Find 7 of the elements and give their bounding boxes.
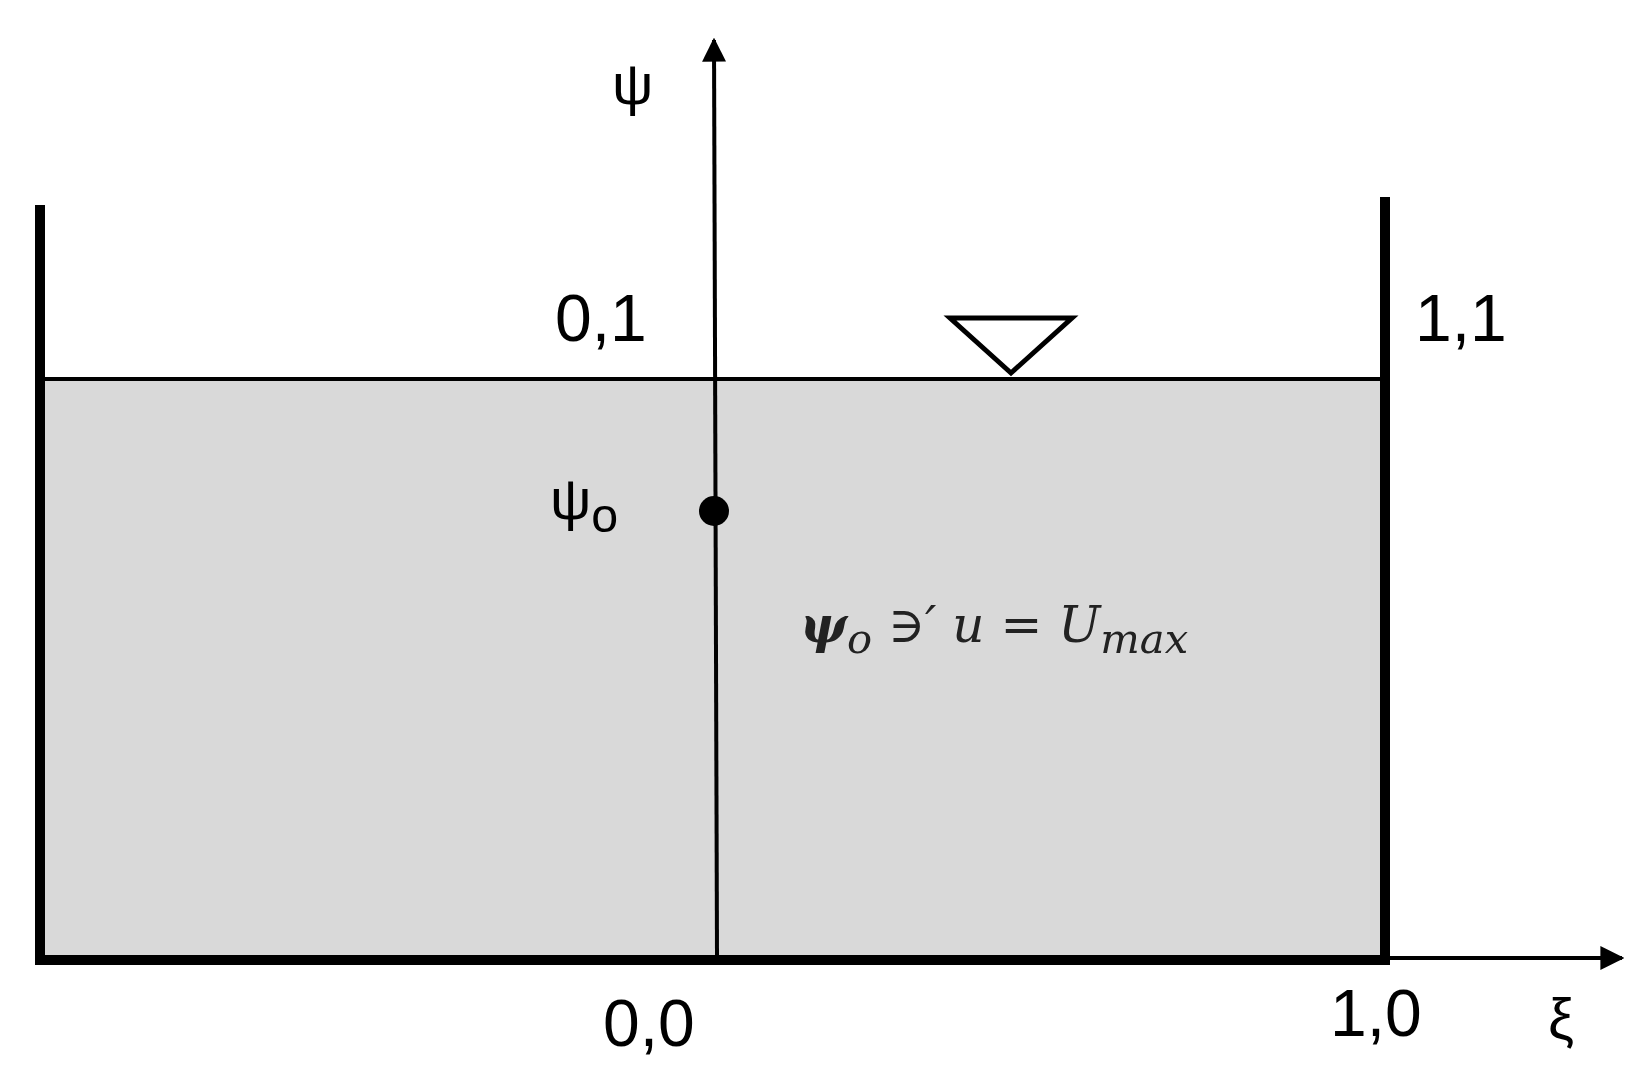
coordinate-label: 1,0	[1330, 980, 1422, 1046]
coordinate-label: 1,1	[1415, 285, 1507, 351]
coordinate-label: 0,0	[603, 990, 695, 1056]
axis-label: ξ	[1548, 990, 1574, 1048]
formula-label: ψ$_{o}$ ∋′ u = U$_{max}$	[800, 600, 1189, 660]
point-label: ψ$_{o}$	[550, 470, 619, 539]
coordinate-label: 0,1	[555, 285, 647, 351]
